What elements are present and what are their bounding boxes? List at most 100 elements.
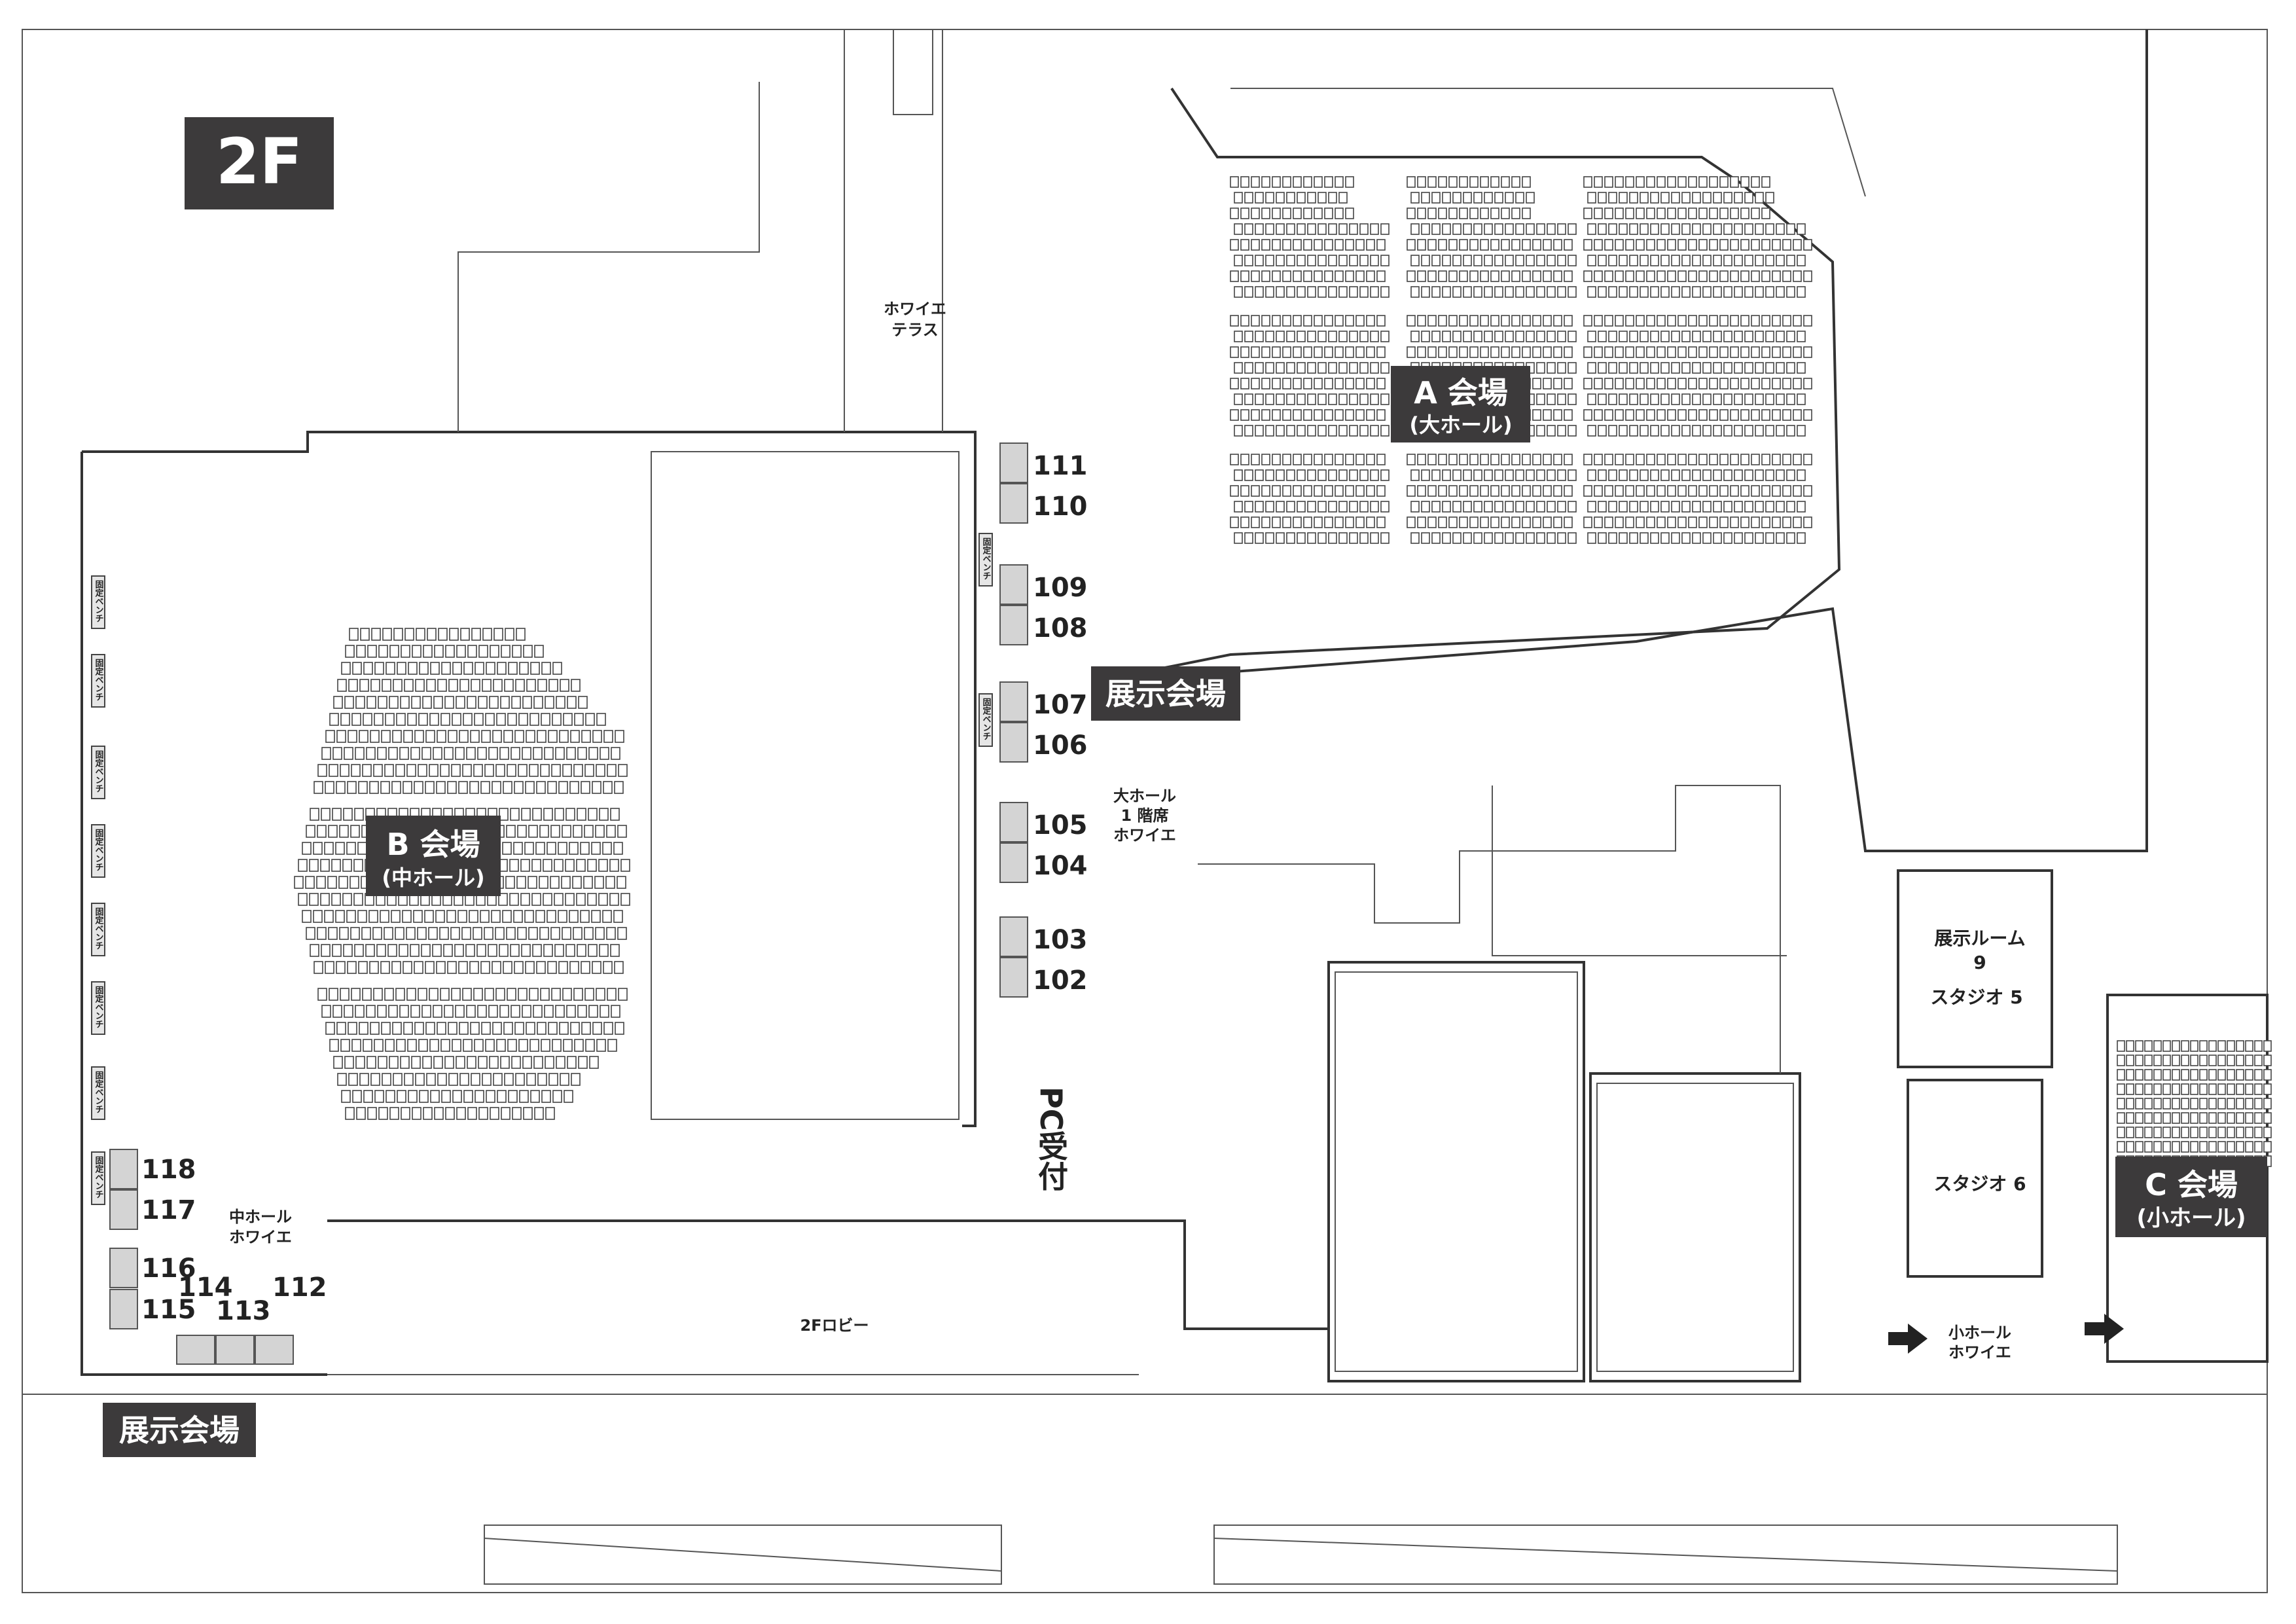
hall-b-label[interactable]: B 会場 (中ホール) [366,816,501,896]
seat [1782,485,1791,497]
seat [1636,516,1645,528]
booth-110[interactable] [999,483,1028,524]
booth-114[interactable] [176,1335,215,1365]
seat [2227,1083,2235,1095]
seat [414,730,424,743]
seat [2245,1098,2253,1110]
seat [346,910,356,923]
seat [332,944,342,957]
seat [1786,362,1795,374]
seat [1786,393,1795,405]
seat [1709,516,1718,528]
seat [1598,286,1607,298]
seat [1681,223,1691,235]
booth-107[interactable] [999,681,1028,722]
seat [1543,516,1552,528]
booth-102[interactable] [999,957,1028,998]
seat [1272,270,1281,282]
seat [327,876,337,889]
fixed-benches: 固定ベンチ固定ベンチ固定ベンチ固定ベンチ固定ベンチ固定ベンチ固定ベンチ固定ベンチ… [91,533,993,1205]
seat [507,764,516,777]
booth-103[interactable] [999,916,1028,957]
seat [1702,425,1712,437]
seat [463,713,473,726]
booth-112[interactable] [255,1335,294,1365]
seat [1438,239,1447,251]
seat [1734,331,1743,342]
seat [344,1005,353,1018]
seat [2227,1055,2235,1066]
booth-115[interactable] [109,1289,138,1329]
booth-113[interactable] [215,1335,255,1365]
booth-111[interactable] [999,442,1028,483]
seat [509,859,519,872]
seat [425,961,435,974]
seat [1797,362,1806,374]
seat [1640,393,1649,405]
seat [530,1090,540,1103]
seat [1604,454,1613,465]
seat [1646,516,1655,528]
booth-108[interactable] [999,605,1028,645]
seat [1355,270,1365,282]
seat [378,1056,387,1069]
seat [576,893,586,906]
seat [572,876,582,889]
seat [2162,1127,2171,1138]
exhibition-label-bottom[interactable]: 展示会場 [103,1403,256,1457]
booth-109[interactable] [999,564,1028,605]
hall-c-label[interactable]: C 会場 (小ホール) [2115,1157,2267,1237]
seat [333,696,343,709]
seat [2172,1141,2180,1153]
seat [1230,270,1239,282]
hall-a-label[interactable]: A 会場 (大ホール) [1391,366,1530,442]
seat [1473,331,1482,342]
seat [517,825,527,838]
seat [493,628,503,641]
seat [2208,1083,2217,1095]
seat [367,1056,376,1069]
seat [526,730,535,743]
seat [434,645,444,658]
seat [491,910,501,923]
seat [1297,501,1306,513]
booth-number: 116 [141,1254,196,1284]
booth-118[interactable] [109,1149,138,1189]
seat [1619,255,1628,266]
seat [2181,1083,2189,1095]
seat [380,910,389,923]
seat [2181,1141,2189,1153]
seat [502,842,512,855]
booth-117[interactable] [109,1189,138,1230]
seat [603,730,613,743]
seat [1303,485,1312,497]
seat [1230,485,1239,497]
seat [513,842,523,855]
seat [1793,378,1802,389]
seat [1297,223,1306,235]
seat [415,1073,425,1086]
seat [406,988,416,1001]
booth-105[interactable] [999,802,1028,842]
seat [337,679,347,692]
seat [518,713,528,726]
seat [1511,454,1520,465]
seat [1681,501,1691,513]
seat [1594,315,1603,327]
booth-104[interactable] [999,842,1028,883]
seat [437,679,447,692]
seat [2199,1141,2208,1153]
seat [1765,532,1774,544]
exhibition-label-top[interactable]: 展示会場 [1091,666,1240,721]
seat [363,662,373,675]
seat [1723,532,1732,544]
exhibition-bottom-text: 展示会場 [119,1413,240,1448]
booth-116[interactable] [109,1248,138,1288]
seat [1349,393,1358,405]
seat [1370,255,1379,266]
booth-106[interactable] [999,722,1028,763]
seat [1532,270,1541,282]
seat [1688,346,1697,358]
seat [490,645,499,658]
seat [1744,223,1753,235]
